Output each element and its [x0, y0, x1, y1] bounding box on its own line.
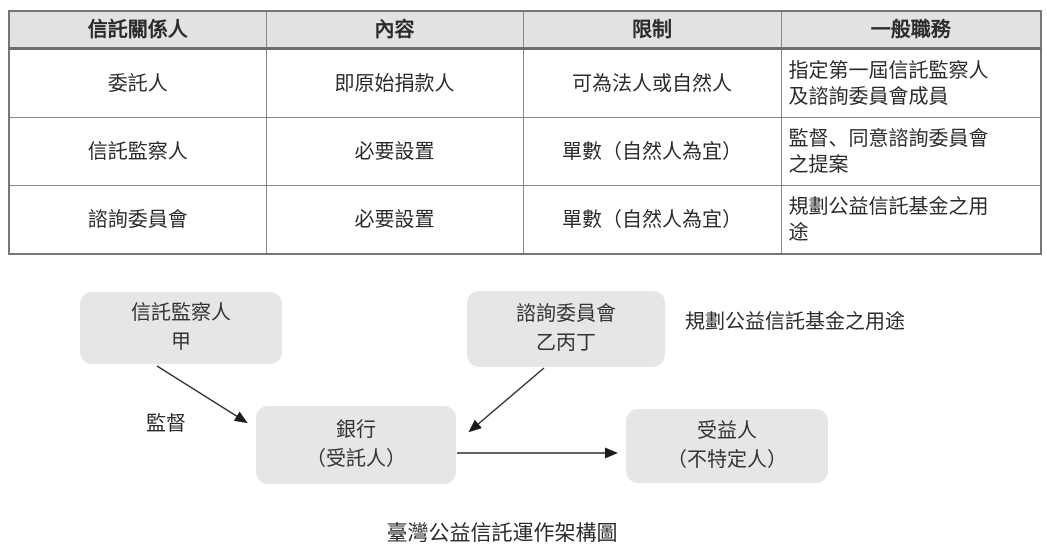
node-subtitle: 乙丙丁 — [536, 332, 596, 354]
cell-party: 諮詢委員會 — [8, 185, 267, 255]
table-header-row: 信託關係人 內容 限制 一般職務 — [8, 10, 1042, 50]
cell-duty: 規劃公益信託基金之用途 — [780, 185, 1042, 255]
table-row: 信託監察人 必要設置 單數（自然人為宜） 監督、同意諮詢委員會之提案 — [8, 117, 1042, 186]
node-subtitle: 甲 — [171, 331, 191, 353]
trust-parties-table: 信託關係人 內容 限制 一般職務 委託人 即原始捐款人 可為法人或自然人 指定第… — [8, 10, 1042, 255]
node-title: 信託監察人 — [131, 302, 231, 324]
label-supervise: 監督 — [146, 413, 186, 435]
cell-content: 即原始捐款人 — [265, 48, 524, 118]
header-cell-content: 內容 — [265, 10, 524, 50]
cell-restriction: 單數（自然人為宜） — [522, 185, 782, 255]
header-cell-duty: 一般職務 — [780, 10, 1042, 50]
node-advisory-committee: 諮詢委員會 乙丙丁 — [467, 291, 665, 367]
cell-restriction: 可為法人或自然人 — [522, 48, 782, 118]
label-committee-role: 規劃公益信託基金之用途 — [685, 311, 905, 333]
header-cell-party: 信託關係人 — [8, 10, 267, 50]
node-subtitle: （不特定人） — [667, 449, 787, 471]
cell-duty: 監督、同意諮詢委員會之提案 — [780, 117, 1042, 186]
table-row: 委託人 即原始捐款人 可為法人或自然人 指定第一屆信託監察人及諮詢委員會成員 — [8, 48, 1042, 118]
cell-party: 委託人 — [8, 48, 267, 118]
node-title: 受益人 — [697, 420, 757, 442]
diagram-caption: 臺灣公益信託運作架構圖 — [386, 521, 618, 545]
cell-party: 信託監察人 — [8, 117, 267, 186]
cell-content: 必要設置 — [265, 117, 524, 186]
cell-content: 必要設置 — [265, 185, 524, 255]
arrow-committee-to-bank — [468, 367, 545, 433]
cell-restriction: 單數（自然人為宜） — [522, 117, 782, 186]
node-bank-trustee: 銀行 （受託人） — [256, 406, 456, 484]
node-subtitle: （受託人） — [306, 448, 406, 470]
cell-duty: 指定第一屆信託監察人及諮詢委員會成員 — [780, 48, 1042, 118]
node-beneficiary: 受益人 （不特定人） — [626, 409, 828, 483]
header-cell-restriction: 限制 — [522, 10, 782, 50]
table-row: 諮詢委員會 必要設置 單數（自然人為宜） 規劃公益信託基金之用途 — [8, 185, 1042, 255]
node-title: 諮詢委員會 — [516, 303, 616, 325]
node-trust-supervisor: 信託監察人 甲 — [80, 292, 282, 364]
node-title: 銀行 — [336, 419, 376, 441]
